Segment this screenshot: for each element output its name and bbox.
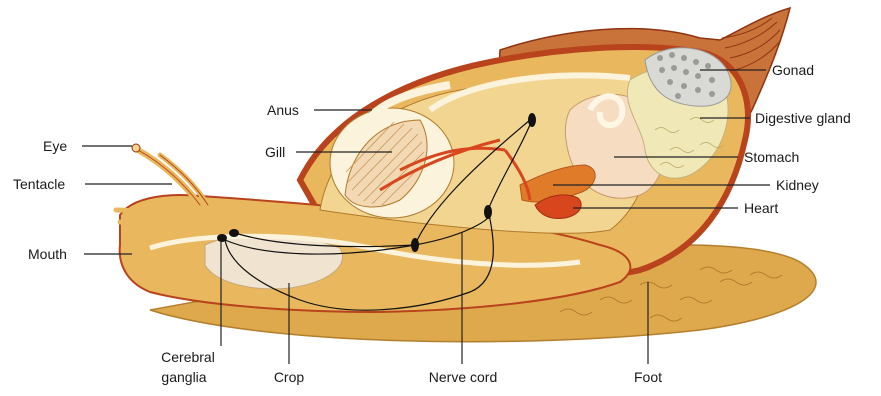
label-digestive-gland: Digestive gland <box>755 110 851 126</box>
label-anus: Anus <box>267 102 299 118</box>
label-stomach: Stomach <box>744 149 799 165</box>
label-mouth: Mouth <box>28 246 67 262</box>
label-cerebral-ganglia-line2: ganglia <box>161 369 206 385</box>
label-kidney: Kidney <box>776 177 819 193</box>
label-nerve-cord: Nerve cord <box>429 369 497 385</box>
label-heart: Heart <box>744 200 778 216</box>
label-eye: Eye <box>43 138 67 154</box>
label-crop: Crop <box>274 369 305 385</box>
label-foot: Foot <box>634 369 662 385</box>
label-cerebral-ganglia-line1: Cerebral <box>161 349 215 365</box>
label-tentacle: Tentacle <box>13 176 65 192</box>
label-gonad: Gonad <box>772 62 814 78</box>
eye <box>132 144 140 152</box>
label-gill: Gill <box>265 144 285 160</box>
